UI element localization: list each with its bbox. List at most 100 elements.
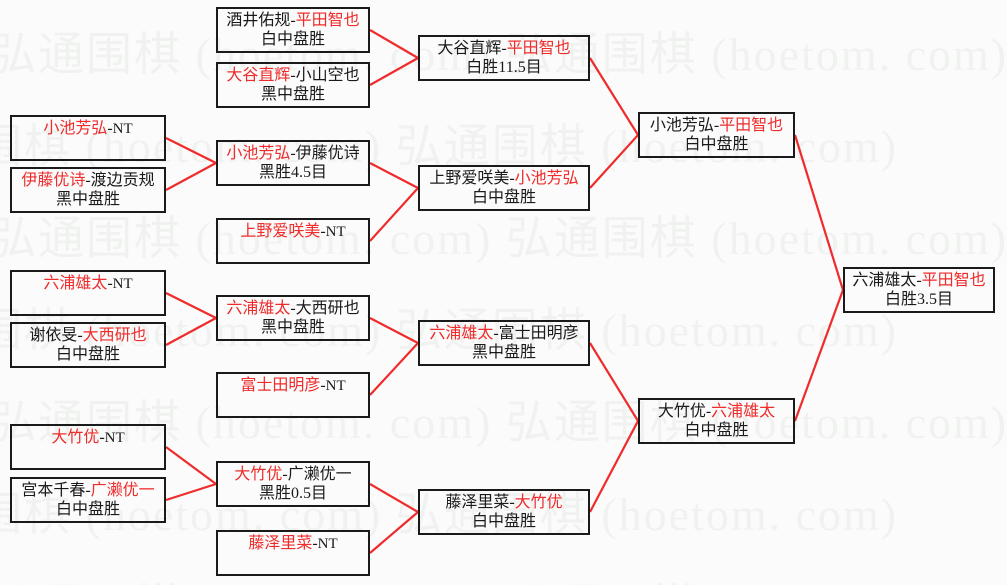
player-b: NT [112, 121, 133, 137]
pairing-separator: - [312, 535, 318, 552]
player-a: 上野爱咲美 [240, 223, 321, 240]
pairing-separator: - [493, 325, 499, 342]
match-result: 白中盘胜 [471, 512, 536, 530]
player-a: 六浦雄太 [226, 300, 291, 317]
match-box: 酒井佑规-平田智也白中盘胜 [216, 7, 370, 53]
player-b: 渡边贡规 [90, 172, 155, 189]
sftop-to-final [793, 134, 845, 291]
match-pairing: 六浦雄太-NT [43, 275, 132, 293]
player-a: 大竹优 [657, 403, 706, 420]
player-a: 藤泽里菜 [445, 494, 510, 511]
match-pairing: 小池芳弘-伊藤优诗 [226, 145, 359, 163]
player-b: 平田智也 [506, 40, 571, 57]
player-b: 小山空也 [295, 67, 360, 84]
match-result: 黑中盘胜 [55, 190, 120, 208]
match-pairing: 六浦雄太-大西研也 [226, 300, 359, 318]
pairing-separator: - [713, 117, 720, 134]
match-box: 富士田明彦-NT [216, 372, 370, 418]
match-box: 大竹优-六浦雄太白中盘胜 [638, 398, 795, 444]
player-a: 藤泽里菜 [248, 535, 313, 552]
match-result: 白中盘胜 [471, 188, 536, 206]
match-box: 藤泽里菜-NT [216, 530, 370, 576]
player-a: 六浦雄太 [852, 272, 917, 289]
match-box: 大谷直辉-平田智也白胜11.5目 [418, 35, 590, 81]
match-pairing: 藤泽里菜-大竹优 [445, 494, 562, 512]
match-box: 小池芳弘-NT [10, 115, 166, 161]
qflower-to-sfbottom [589, 342, 639, 422]
player-b: NT [325, 224, 346, 240]
player-a: 小池芳弘 [649, 117, 714, 134]
qftop-to-sftop [589, 57, 639, 136]
match-pairing: 六浦雄太-平田智也 [852, 272, 985, 290]
pairing-separator: - [290, 67, 296, 84]
match-result: 白中盘胜 [55, 500, 120, 518]
sfbottom-to-final [793, 289, 845, 422]
player-a: 大竹优 [234, 466, 283, 483]
player-b: NT [325, 378, 346, 394]
r2m5-to-qfbottom [369, 483, 419, 513]
pairing-separator: - [509, 170, 515, 187]
player-b: 大竹优 [514, 494, 563, 511]
r1m8-to-r2m5 [165, 482, 217, 502]
pairing-separator: - [107, 275, 113, 292]
match-pairing: 富士田明彦-NT [240, 377, 345, 395]
match-pairing: 上野爱咲美-小池芳弘 [429, 170, 578, 188]
match-result: 白胜11.5目 [466, 58, 542, 76]
pairing-separator: - [282, 466, 288, 483]
r1m7-to-r2m5 [165, 446, 217, 485]
player-b: 六浦雄太 [711, 403, 776, 420]
pairing-separator: - [290, 145, 296, 162]
player-a: 伊藤优诗 [21, 172, 86, 189]
pairing-separator: - [85, 172, 91, 189]
player-a: 富士田明彦 [240, 377, 321, 394]
pairing-separator: - [290, 300, 296, 317]
player-b: 富士田明彦 [498, 325, 579, 342]
player-a: 酒井佑规 [226, 12, 291, 29]
player-a: 六浦雄太 [43, 275, 108, 292]
match-pairing: 宫本千春-广濑优一 [21, 482, 154, 500]
pairing-separator: - [290, 12, 296, 29]
match-pairing: 酒井佑规-平田智也 [226, 12, 359, 30]
player-a: 大谷直辉 [437, 40, 502, 57]
match-box: 小池芳弘-伊藤优诗黑胜4.5目 [216, 140, 370, 186]
pairing-separator: - [107, 120, 113, 137]
pairing-separator: - [916, 272, 922, 289]
pairing-separator: - [99, 429, 105, 446]
pairing-separator: - [320, 223, 326, 240]
pairing-separator: - [705, 403, 712, 420]
r2m4-to-qflower [369, 342, 419, 396]
match-result: 白胜3.5目 [884, 290, 953, 308]
player-b: 大西研也 [82, 327, 147, 344]
player-a: 宫本千春 [21, 482, 86, 499]
match-result: 白中盘胜 [55, 345, 120, 363]
match-result: 黑胜4.5目 [258, 163, 327, 181]
match-pairing: 小池芳弘-平田智也 [650, 117, 783, 135]
player-b: 小池芳弘 [514, 170, 579, 187]
player-a: 大谷直辉 [226, 67, 291, 84]
player-a: 谢依旻 [29, 327, 78, 344]
r2m3-to-qflower [369, 317, 419, 344]
player-b: 伊藤优诗 [295, 145, 360, 162]
r2m6-to-qfbottom [369, 511, 419, 554]
match-pairing: 大谷直辉-平田智也 [437, 40, 570, 58]
player-a: 小池芳弘 [43, 120, 108, 137]
match-box: 上野爱咲美-小池芳弘白中盘胜 [418, 165, 590, 211]
match-pairing: 上野爱咲美-NT [240, 223, 345, 241]
player-a: 上野爱咲美 [429, 170, 510, 187]
match-box: 六浦雄太-大西研也黑中盘胜 [216, 295, 370, 341]
match-box: 谢依旻-大西研也白中盘胜 [10, 322, 166, 368]
match-result: 白中盘胜 [684, 135, 749, 153]
player-b: 大西研也 [295, 300, 360, 317]
match-pairing: 六浦雄太-富士田明彦 [429, 325, 578, 343]
pairing-separator: - [320, 377, 326, 394]
match-pairing: 伊藤优诗-渡边贡规 [21, 172, 154, 190]
match-result: 黑胜0.5目 [258, 484, 327, 502]
match-box: 六浦雄太-平田智也白胜3.5目 [843, 267, 995, 313]
match-box: 大竹优-广濑优一黑胜0.5目 [216, 461, 370, 507]
match-box: 宫本千春-广濑优一白中盘胜 [10, 477, 166, 523]
pairing-separator: - [77, 327, 83, 344]
player-b: 广濑优一 [90, 482, 155, 499]
r1m2-to-qftop [369, 57, 419, 86]
match-result: 白中盘胜 [260, 30, 325, 48]
